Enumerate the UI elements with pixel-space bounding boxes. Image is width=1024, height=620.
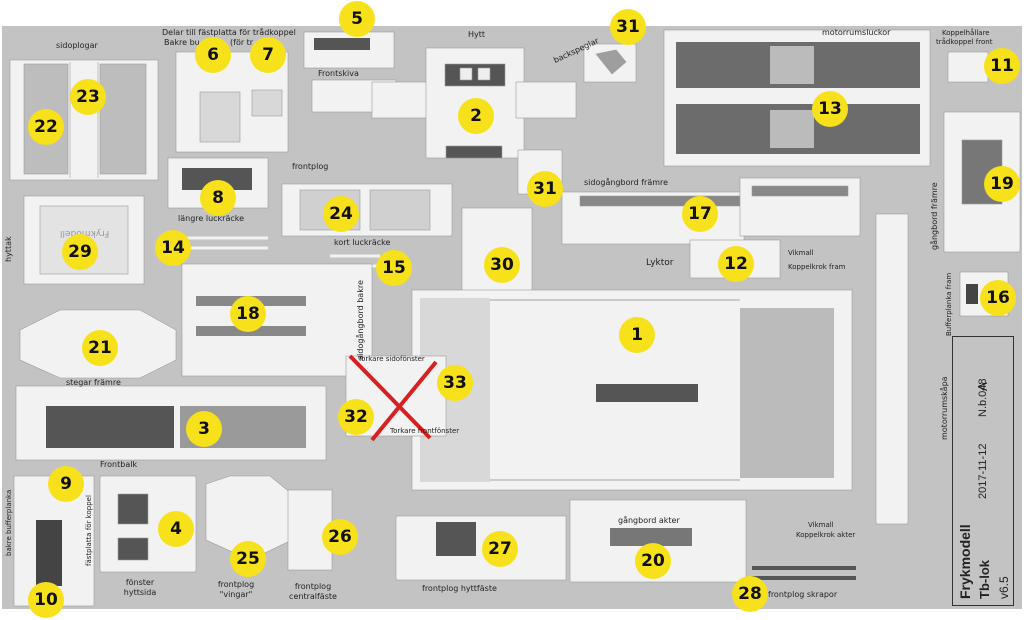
part-badge: 3: [186, 411, 222, 447]
label-sidogangbord-framre: sidogångbord främre: [584, 178, 669, 187]
title-block: Frykmodell Tb-lok v6.5 2017-11-12 N.b.04…: [952, 336, 1014, 606]
part-badge: 27: [482, 531, 518, 567]
label-motorrumskapa: motorrumskåpa: [940, 376, 949, 440]
label-hyttak: hyttak: [4, 236, 13, 262]
part-badge: 4: [158, 511, 194, 547]
cross-mark-2: [370, 360, 438, 442]
label-vikmall-akter: Vikmall: [808, 521, 834, 529]
label-frontplog-centralfaste: frontplog centralfäste: [289, 582, 337, 601]
label-bufferplanka-fram: Bufferplanka fram: [945, 272, 953, 336]
part-langre-luckracke: [182, 236, 268, 250]
part-badge: 19: [984, 166, 1020, 202]
title-version: v6.5: [997, 576, 1011, 599]
label-hytt: Hytt: [468, 30, 486, 39]
part-badge: 33: [437, 365, 473, 401]
part-badge: 20: [635, 543, 671, 579]
label-gangbord-framre: gångbord främre: [930, 182, 939, 250]
part-frontplog-skrapor: [752, 566, 856, 580]
label-langre-luckracke: längre luckräcke: [178, 214, 245, 223]
label-frontskiva: Frontskiva: [318, 69, 359, 78]
part-badge: 18: [230, 296, 266, 332]
part-badge: 24: [323, 196, 359, 232]
label-delar-fastplatta: Delar till fästplatta för trådkoppel: [162, 28, 296, 37]
part-badge: 22: [28, 109, 64, 145]
label-sidoplogar: sidoplogar: [56, 41, 98, 50]
label-gangbord-akter: gångbord akter: [618, 516, 680, 525]
part-badge: 25: [230, 541, 266, 577]
part-bakre-bufferplanka: [13, 475, 95, 607]
part-badge: 32: [338, 399, 374, 435]
title-date: 2017-11-12: [977, 443, 989, 499]
part-badge: 7: [250, 37, 286, 73]
part-badge: 31: [610, 9, 646, 45]
part-badge: 5: [339, 1, 375, 37]
title-revision: A: [975, 382, 990, 391]
part-badge: 14: [155, 230, 191, 266]
part-hyttak: [23, 195, 145, 285]
part-badge: 31: [527, 171, 563, 207]
part-frontbalk: [15, 385, 327, 461]
part-badge: 11: [984, 48, 1020, 84]
part-motorrumskapa: [875, 213, 909, 525]
label-torkare-sidofonster: Torkare sidofönster: [358, 355, 425, 363]
label-bakre-bufferplanka: bakre bufferplanka: [5, 489, 13, 556]
part-frontplog-hyttfaste: [395, 515, 567, 581]
part-badge: 15: [376, 250, 412, 286]
label-motorrumsluckor: motorrumsluckor: [822, 28, 891, 37]
label-frontplog-hyttfaste: frontplog hyttfäste: [422, 584, 497, 593]
part-badge: 21: [82, 330, 118, 366]
label-vikmall-fram: Vikmall: [788, 249, 814, 257]
label-fastplatta-koppel: fästplatta för koppel: [85, 495, 93, 566]
label-stegar-framre: stegar främre: [66, 378, 121, 387]
part-sidoplogar: [9, 59, 159, 181]
part-badge: 6: [195, 37, 231, 73]
part-badge: 2: [458, 98, 494, 134]
part-badge: 30: [484, 247, 520, 283]
part-frontskiva: [303, 31, 395, 69]
part-badge: 23: [70, 79, 106, 115]
label-koppelkrok-fram: Koppelkrok fram: [788, 263, 846, 271]
part-backspeglar: [583, 43, 637, 83]
label-bakre-bu: Bakre bu: [164, 38, 200, 47]
label-fonster-hyttsida: fönster hyttsida: [123, 578, 157, 597]
part-badge: 28: [732, 576, 768, 612]
part-badge: 26: [322, 519, 358, 555]
label-koppelhallare: Koppelhållare: [942, 29, 990, 37]
title-model: Tb-lok: [977, 560, 992, 599]
part-koppelhallare: [947, 51, 989, 83]
label-sidogangbord-bakre: sidogångbord bakre: [356, 280, 365, 360]
part-badge: 16: [980, 280, 1016, 316]
part-badge: 8: [200, 180, 236, 216]
label-kort-luckracke: kort luckräcke: [334, 238, 391, 247]
label-frontplog-skrapor: frontplog skrapor: [768, 590, 838, 599]
part-fonster-hyttsida: [99, 475, 197, 573]
label-tradkoppel-front: trådkoppel front: [936, 38, 993, 46]
part-badge: 10: [28, 582, 64, 618]
part-badge: 12: [718, 246, 754, 282]
label-torkare-frontfonster: Torkare frontfönster: [390, 427, 460, 435]
part-badge: 29: [62, 234, 98, 270]
part-badge: 1: [619, 317, 655, 353]
title-brand: Frykmodell: [957, 524, 973, 599]
label-frontplog: frontplog: [292, 162, 329, 171]
part-badge: 17: [682, 196, 718, 232]
label-lyktor: Lyktor: [646, 258, 674, 268]
label-frontbalk: Frontbalk: [100, 460, 138, 469]
cross-mark: [348, 354, 432, 440]
part-motorrumsluckor: [663, 29, 931, 167]
part-frontplog: [281, 183, 453, 237]
part-badge: 9: [48, 466, 84, 502]
label-for-tr: (för tr: [230, 38, 254, 47]
part-18: [181, 263, 373, 377]
label-frontplog-vingar: frontplog "vingar": [217, 580, 255, 599]
part-badge: 13: [812, 91, 848, 127]
label-koppelkrok-akter: Koppelkrok akter: [796, 531, 856, 539]
